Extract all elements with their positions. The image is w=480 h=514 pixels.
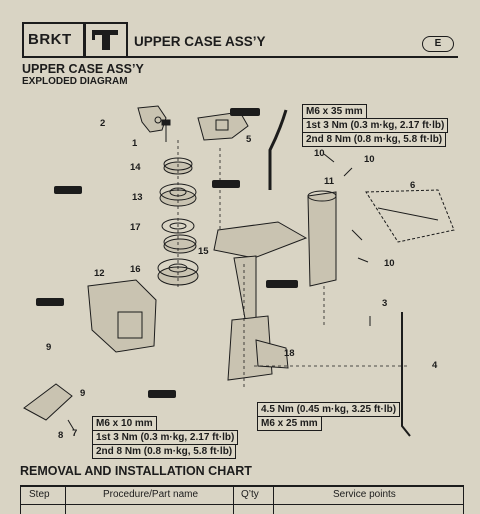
spec-torque-1st-top: 1st 3 Nm (0.3 m·kg, 2.17 ft·lb)	[302, 118, 449, 133]
spec-torque-2nd-left: 2nd 8 Nm (0.8 m·kg, 5.8 ft·lb)	[92, 444, 237, 459]
part-label: 7	[72, 428, 77, 439]
removal-chart-title: REMOVAL AND INSTALLATION CHART	[20, 464, 252, 478]
part-bracket-2	[137, 105, 167, 133]
part-bushing-15	[163, 234, 197, 254]
col-header-qty: Q’ty	[241, 489, 259, 500]
part-lever-8	[23, 383, 73, 421]
part-label: 16	[130, 264, 141, 275]
spec-bolt-size-top: M6 x 35 mm	[302, 104, 367, 119]
exploded-diagram: 1 2 3 4 5 6 7 8 9 9 10 10 10 11 12 13 14…	[23, 105, 455, 441]
col-header-procedure: Procedure/Part name	[103, 489, 199, 500]
part-label: 6	[410, 180, 415, 191]
part-label: 10	[364, 154, 375, 165]
part-label: 17	[130, 222, 141, 233]
spec-torque-right: 4.5 Nm (0.45 m·kg, 3.25 ft·lb)	[257, 402, 401, 417]
part-upper-case-18	[213, 221, 308, 381]
section-subtitle: EXPLODED DIAGRAM	[22, 76, 128, 87]
col-divider	[233, 487, 234, 514]
removal-chart-table: Step Procedure/Part name Q’ty Service po…	[20, 485, 464, 514]
spec-torque-2nd-top: 2nd 8 Nm (0.8 m·kg, 5.8 ft·lb)	[302, 132, 447, 147]
part-carrier-12	[87, 279, 157, 353]
header-title: UPPER CASE ASS’Y	[134, 34, 266, 49]
section-title: UPPER CASE ASS’Y	[22, 62, 144, 76]
page-header: BRKT UPPER CASE ASS’Y E	[22, 22, 458, 58]
part-label: 10	[384, 258, 395, 269]
language-badge: E	[422, 36, 454, 52]
sealant-markers	[36, 108, 298, 398]
part-bracket-6	[365, 189, 455, 243]
spec-torque-1st-left: 1st 3 Nm (0.3 m·kg, 2.17 ft·lb)	[92, 430, 239, 445]
part-label: 8	[58, 430, 63, 441]
part-rod-4	[401, 312, 411, 437]
part-label: 15	[198, 246, 209, 257]
bracket-tool-icon	[84, 22, 128, 58]
col-header-service-points: Service points	[333, 489, 396, 500]
part-label: 2	[100, 118, 105, 129]
section-code-box: BRKT	[22, 22, 85, 58]
part-label: 9	[80, 388, 85, 399]
header-row-rule	[21, 504, 463, 505]
part-label: 10	[314, 148, 325, 159]
part-label: 13	[132, 192, 143, 203]
part-housing-11	[307, 190, 337, 287]
part-label: 14	[130, 162, 141, 173]
header-rule	[126, 56, 458, 58]
spec-bolt-size-right: M6 x 25 mm	[257, 416, 322, 431]
part-label: 3	[382, 298, 387, 309]
part-label: 12	[94, 268, 105, 279]
part-label: 18	[284, 348, 295, 359]
part-label: 4	[432, 360, 438, 371]
part-bolt-1	[161, 119, 171, 142]
part-label: 1	[132, 138, 138, 149]
part-tube-5	[268, 109, 288, 190]
col-divider	[65, 487, 66, 514]
col-divider	[273, 487, 274, 514]
part-label: 9	[46, 342, 51, 353]
part-bushing-16	[157, 258, 199, 286]
spec-bolt-size-left: M6 x 10 mm	[92, 416, 157, 431]
part-top-bracket	[197, 111, 249, 141]
col-header-step: Step	[29, 489, 50, 500]
part-label: 11	[324, 176, 335, 187]
part-label: 5	[246, 134, 252, 145]
small-bolts	[67, 153, 371, 431]
section-code: BRKT	[28, 31, 72, 48]
